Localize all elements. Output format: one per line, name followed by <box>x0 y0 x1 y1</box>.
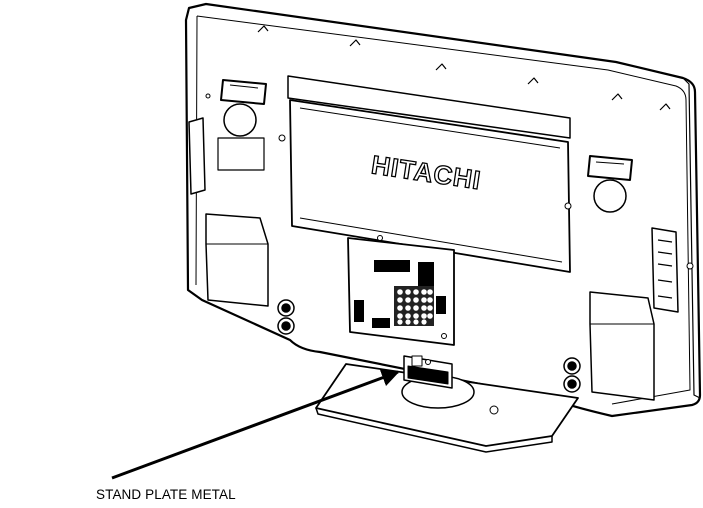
top-rim-hooks <box>257 25 671 111</box>
left-speaker-port <box>223 103 257 137</box>
callout-arrow <box>111 369 400 480</box>
upper-rail <box>287 75 571 139</box>
side-terminal-strip <box>651 227 679 313</box>
stand-base-thickness <box>315 407 553 453</box>
right-speaker-port <box>593 179 627 213</box>
callout-label: STAND PLATE METAL <box>96 487 236 502</box>
logo-plate <box>299 107 563 263</box>
left-speaker-box <box>205 213 269 307</box>
left-handle-recess <box>220 79 267 105</box>
right-handle-recess <box>587 155 633 181</box>
connector-jacks <box>397 289 433 325</box>
stand-plate-metal <box>407 355 449 385</box>
tv-side-edge <box>682 77 701 399</box>
left-label-plate <box>217 137 265 171</box>
lower-right-audio-jacks <box>563 357 581 393</box>
lower-left-audio-jacks <box>277 299 295 335</box>
right-speaker-box <box>589 291 655 401</box>
left-side-bracket <box>188 117 206 195</box>
rear-cover-panel <box>289 99 571 273</box>
